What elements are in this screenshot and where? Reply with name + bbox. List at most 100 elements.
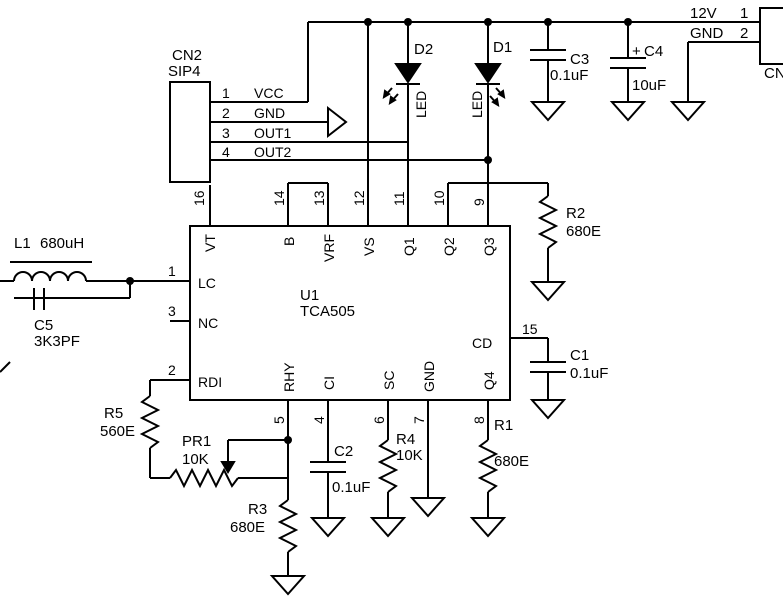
pin-4-number: 4 (311, 416, 327, 424)
pin-3-number: 3 (168, 303, 176, 319)
pin-13-name: VRF (321, 234, 337, 262)
r3-ref: R3 (248, 501, 267, 518)
c3-value: 0.1uF (550, 67, 588, 84)
pin-3-name: NC (198, 315, 218, 331)
cn1-ref: CN (764, 65, 783, 82)
d1-ref: D1 (493, 39, 512, 56)
pin-16-number: 16 (191, 190, 207, 206)
cn2-ref: CN2 (172, 47, 202, 64)
cn2-pin4-name: OUT2 (254, 144, 292, 160)
c2-ref: C2 (334, 443, 353, 460)
cn1-pin2-number: 2 (740, 25, 748, 42)
pin-6-number: 6 (371, 416, 387, 424)
potentiometer-pr1: PR1 10K (150, 433, 292, 489)
resistor-r5: R5 560E (100, 380, 161, 478)
l1-ref: L1 (14, 235, 31, 252)
pr1-value: 10K (182, 451, 209, 468)
capacitor-c5: C5 3K3PF (0, 288, 80, 373)
cn2-pin1-number: 1 (222, 85, 230, 101)
resistor-r2: R2 680E (529, 183, 601, 302)
inductor-l1: L1 680uH (0, 235, 134, 299)
connector-cn2: CN2 SIP4 1 VCC 2 GND 3 OUT1 4 OUT2 (168, 47, 488, 183)
pin-5-name: RHY (281, 362, 297, 392)
power-rail (210, 18, 760, 103)
pin-1-name: LC (198, 275, 216, 291)
capacitor-c1: C1 0.1uF (529, 338, 608, 420)
ic-top-pins: 16 VT 14 B 13 VRF 12 VS 11 Q1 10 Q2 9 Q3 (191, 22, 548, 262)
cn1-pin1-name: 12V (690, 5, 717, 22)
resistor-r1: R1 680E (469, 417, 529, 538)
pin-1-number: 1 (168, 263, 176, 279)
pin-7-number: 7 (411, 416, 427, 424)
pin-2-number: 2 (168, 362, 176, 378)
pin-13-number: 13 (311, 190, 327, 206)
led-d2: D2 LED (382, 22, 433, 118)
cn1-pin1-number: 1 (740, 5, 748, 22)
pin-9-name: Q3 (481, 237, 497, 256)
pin-11-name: Q1 (401, 237, 417, 256)
c2-value: 0.1uF (332, 479, 370, 496)
pin-5-number: 5 (271, 416, 287, 424)
ic-ref: U1 (300, 287, 319, 304)
pin-8-name: Q4 (481, 371, 497, 390)
resistor-r3: R3 680E (230, 440, 307, 596)
pin-15-name: CD (472, 335, 492, 351)
pin-15-number: 15 (522, 321, 538, 337)
r4-ref: R4 (396, 431, 415, 448)
ic-part: TCA505 (300, 303, 355, 320)
c4-polarity: + (632, 43, 641, 60)
pin-12-name: VS (361, 237, 377, 256)
pin-8-number: 8 (471, 416, 487, 424)
connector-cn1: 12V 1 GND 2 CN (669, 5, 783, 122)
led-d1: D1 LED (469, 22, 512, 164)
r5-value: 560E (100, 423, 135, 440)
ic-left-pins: 1 LC 3 NC 2 RDI (130, 263, 222, 390)
r3-value: 680E (230, 519, 265, 536)
r1-ref: R1 (494, 417, 513, 434)
c5-ref: C5 (34, 317, 53, 334)
pin-2-name: RDI (198, 374, 222, 390)
cn2-pin2-number: 2 (222, 105, 230, 121)
cn2-pin3-number: 3 (222, 125, 230, 141)
pin-4-name: CI (321, 376, 337, 390)
cn2-pin4-number: 4 (222, 144, 230, 160)
capacitor-c4: + C4 10uF (609, 22, 666, 122)
pin-12-number: 12 (351, 190, 367, 206)
r2-ref: R2 (566, 205, 585, 222)
pin-14-number: 14 (271, 190, 287, 206)
ground-pin7 (409, 497, 447, 518)
r4-value: 10K (396, 447, 423, 464)
pin-10-name: Q2 (441, 237, 457, 256)
pin-16-name: VT (202, 234, 218, 252)
pin-11-number: 11 (391, 191, 407, 206)
d2-type: LED (413, 91, 429, 118)
r5-ref: R5 (104, 405, 123, 422)
resistor-r4: R4 10K (369, 431, 423, 538)
c4-value: 10uF (632, 77, 666, 94)
c5-value: 3K3PF (34, 333, 80, 350)
l1-value: 680uH (40, 235, 84, 252)
r2-value: 680E (566, 223, 601, 240)
d2-ref: D2 (414, 41, 433, 58)
c1-ref: C1 (570, 347, 589, 364)
pin-7-name: GND (421, 361, 437, 392)
pin-6-name: SC (381, 371, 397, 390)
capacitor-c2: C2 0.1uF (309, 443, 370, 538)
ic-u1: U1 TCA505 (189, 225, 511, 401)
cn2-pin3-name: OUT1 (254, 125, 292, 141)
ic-bottom-pins: 5 RHY 4 CI 6 SC 7 GND 8 Q4 (271, 361, 497, 498)
ic-right-pins: 15 CD (472, 321, 548, 351)
cn2-pin1-name: VCC (254, 85, 284, 101)
c4-ref: C4 (644, 43, 663, 60)
pin-10-number: 10 (431, 190, 447, 206)
capacitor-c3: C3 0.1uF (529, 22, 589, 122)
r1-value: 680E (494, 453, 529, 470)
c3-ref: C3 (570, 51, 589, 68)
ic-body (189, 225, 511, 401)
cn2-type: SIP4 (168, 63, 201, 80)
d1-type: LED (469, 91, 485, 118)
cn2-pin2-name: GND (254, 105, 285, 121)
pr1-ref: PR1 (182, 433, 211, 450)
c1-value: 0.1uF (570, 365, 608, 382)
